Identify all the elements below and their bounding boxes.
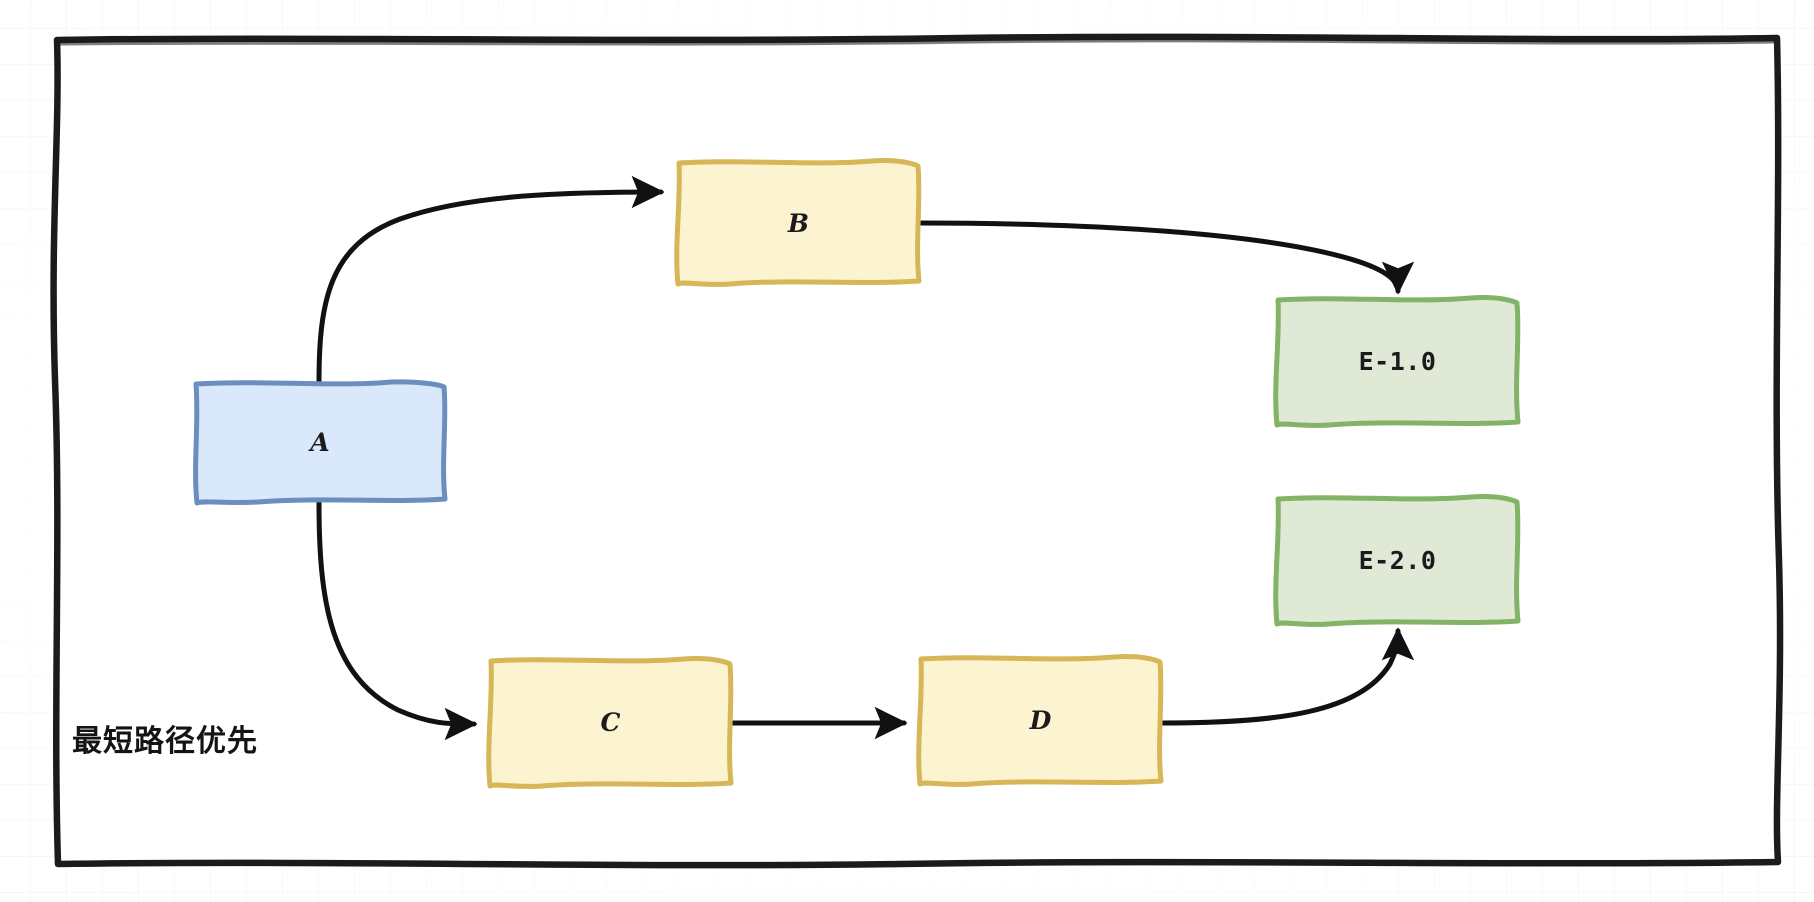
canvas-border xyxy=(50,33,1784,869)
edge-b-to-e1[interactable] xyxy=(918,220,1415,295)
node-e2[interactable] xyxy=(1273,494,1521,627)
edge-a-to-b[interactable] xyxy=(316,175,665,385)
node-c[interactable] xyxy=(486,656,734,789)
node-b[interactable] xyxy=(674,158,922,287)
node-a[interactable] xyxy=(193,379,448,506)
node-e1[interactable] xyxy=(1273,295,1521,428)
edge-a-to-c[interactable] xyxy=(316,500,478,741)
node-d[interactable] xyxy=(916,654,1164,787)
edge-d-to-e2[interactable] xyxy=(1160,627,1415,726)
diagram-caption: 最短路径优先 xyxy=(72,724,258,759)
